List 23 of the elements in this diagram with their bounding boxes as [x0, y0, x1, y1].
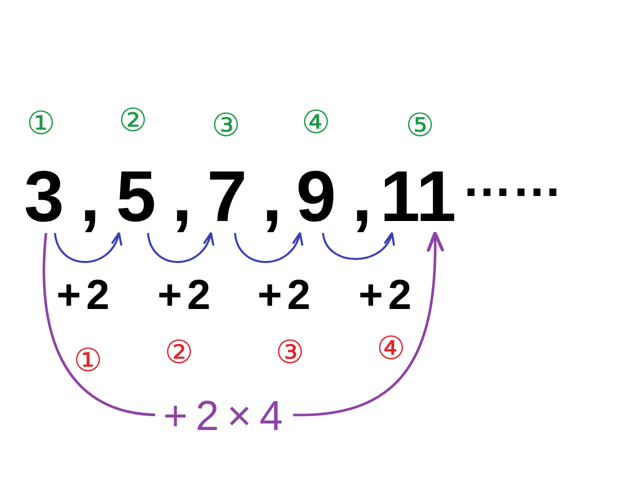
- term-index: ④: [302, 105, 330, 139]
- term-index: ②: [118, 103, 148, 137]
- comma: ,: [262, 161, 282, 233]
- step-number: ③: [276, 335, 304, 369]
- sequence-term: 3: [24, 161, 64, 233]
- ellipsis: ……: [462, 154, 562, 204]
- curved-arrow: [234, 232, 302, 263]
- sequence-term: 5: [116, 161, 156, 233]
- curved-arrow: [322, 232, 394, 260]
- sequence-term: 11: [380, 161, 456, 233]
- step-number: ①: [74, 343, 102, 377]
- comma: ,: [80, 161, 100, 233]
- curved-arrow: [147, 232, 213, 263]
- term-index: ①: [26, 106, 56, 140]
- sequence-term: 7: [207, 161, 248, 233]
- step-number: ④: [376, 331, 406, 365]
- step-number: ②: [164, 335, 194, 369]
- term-index: ⑤: [406, 108, 434, 142]
- curved-arrow: [54, 232, 121, 263]
- comma: ,: [352, 161, 372, 233]
- comma: ,: [172, 161, 192, 233]
- sequence-term: 9: [296, 161, 336, 233]
- term-index: ③: [212, 108, 240, 142]
